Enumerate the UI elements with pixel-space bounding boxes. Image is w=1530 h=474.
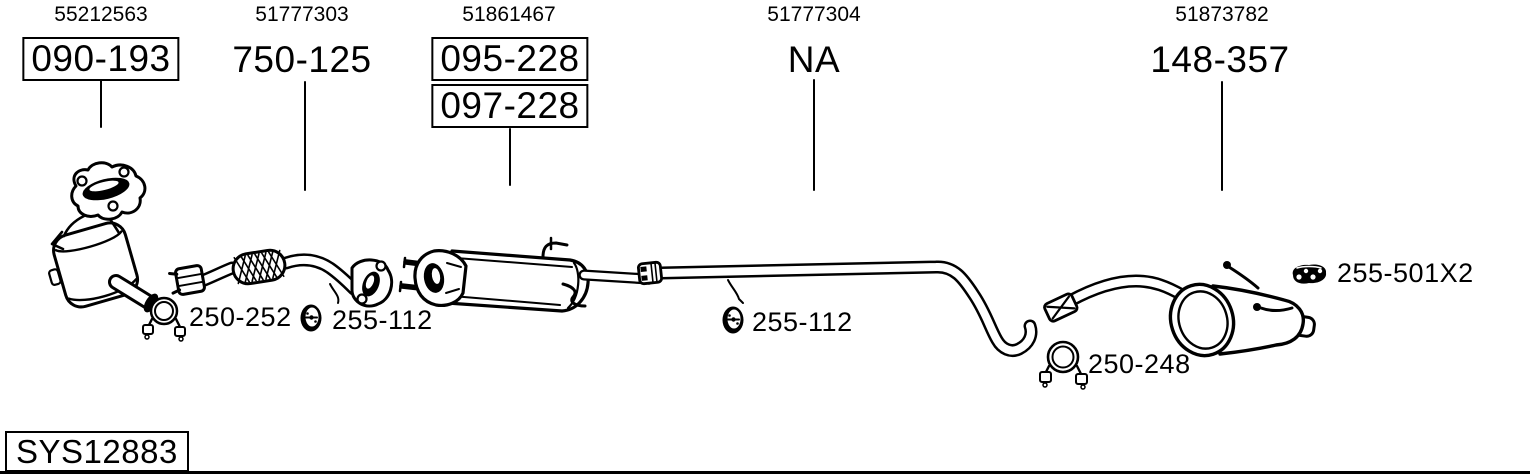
fitting-ref-255-501x2[interactable]: 255-501X2: [1337, 258, 1474, 288]
leader-lines: [100, 79, 1223, 191]
fitting-ref-255-112[interactable]: 255-112: [332, 305, 433, 335]
system-code-badge[interactable]: SYS12883: [5, 431, 189, 472]
part-number: 51861467: [462, 3, 556, 26]
fitting-ref-255-112-b[interactable]: 255-112: [752, 307, 853, 337]
rear-muffler-drawing: [1043, 261, 1316, 358]
center-pipe-drawing: [637, 260, 1038, 358]
code-ref-na: NA: [787, 39, 841, 80]
code-ref-095-228[interactable]: 095-228: [431, 37, 589, 81]
part-number: 51777303: [255, 3, 349, 26]
part-number: 55212563: [54, 3, 148, 26]
rubber-hanger-icon: [300, 304, 322, 332]
fitting-ref-250-252[interactable]: 250-252: [189, 302, 292, 332]
rubber-hanger-icon: [722, 306, 744, 334]
bracket-hanger-icon: [1292, 264, 1327, 284]
fitting-ref-250-248[interactable]: 250-248: [1088, 349, 1191, 379]
front-flex-pipe-drawing: [168, 248, 394, 308]
part-number: 51777304: [767, 3, 861, 26]
code-ref-090-193[interactable]: 090-193: [22, 37, 180, 81]
code-ref-750-125[interactable]: 750-125: [232, 39, 372, 80]
clamp-icon: [142, 296, 186, 342]
catalytic-converter-drawing: [48, 161, 159, 313]
code-ref-148-357[interactable]: 148-357: [1150, 39, 1290, 80]
bottom-divider: [0, 471, 1530, 474]
center-muffler-drawing: [398, 236, 654, 313]
part-number: 51873782: [1175, 3, 1269, 26]
clamp-icon: [1039, 340, 1088, 390]
code-ref-097-228[interactable]: 097-228: [431, 84, 589, 128]
